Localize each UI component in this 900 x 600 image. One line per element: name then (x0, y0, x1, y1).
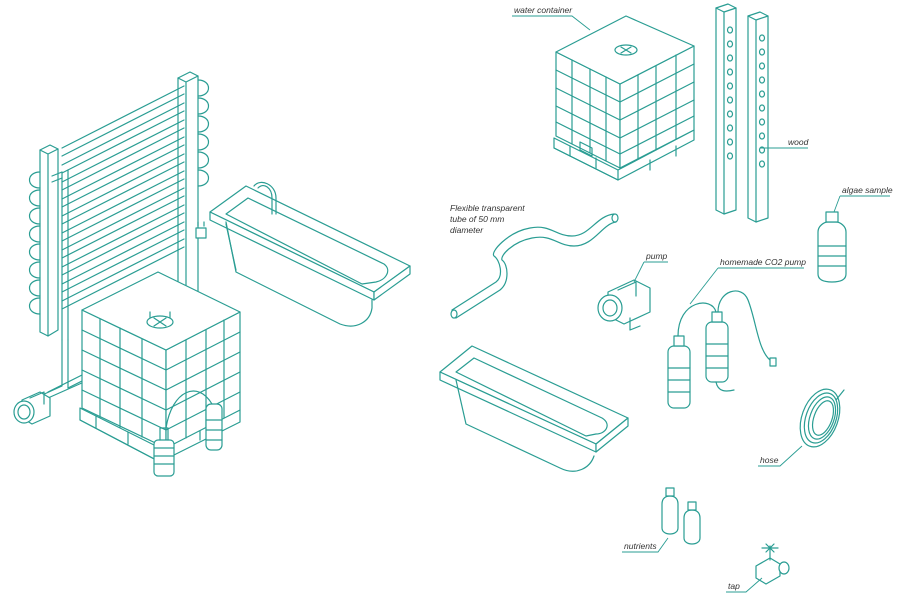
flexible-tube-drawing (450, 213, 619, 319)
label-tube-line1: Flexible transparent (450, 203, 525, 213)
assembled-bathtub (195, 181, 411, 327)
label-tube-line3: diameter (450, 225, 484, 235)
pump-drawing (597, 279, 651, 331)
label-nutrients: nutrients (624, 541, 657, 551)
co2-pump-drawing (667, 290, 777, 409)
hose-coil-drawing (799, 388, 845, 448)
label-tube-line2: tube of 50 mm (450, 214, 504, 224)
wood-planks-drawing (715, 3, 769, 223)
algae-sample-bottle-drawing (817, 211, 847, 283)
label-algae-sample: algae sample (842, 185, 893, 195)
tube-rack (28, 71, 210, 341)
water-container-drawing (553, 15, 695, 181)
label-pump: pump (645, 251, 668, 261)
label-tap: tap (728, 581, 740, 591)
assembled-co2-bottles (153, 390, 223, 477)
tap-drawing (755, 543, 790, 585)
label-co2-pump: homemade CO2 pump (720, 257, 806, 267)
assembled-pump (13, 391, 51, 425)
nutrients-bottles-drawing (661, 487, 701, 545)
bathtub-drawing (439, 345, 629, 472)
label-wood: wood (788, 137, 809, 147)
assembled-system (13, 71, 411, 477)
label-hose: hose (760, 455, 779, 465)
labels: water container wood algae sample Flexib… (450, 5, 893, 593)
label-water-container: water container (514, 5, 573, 15)
